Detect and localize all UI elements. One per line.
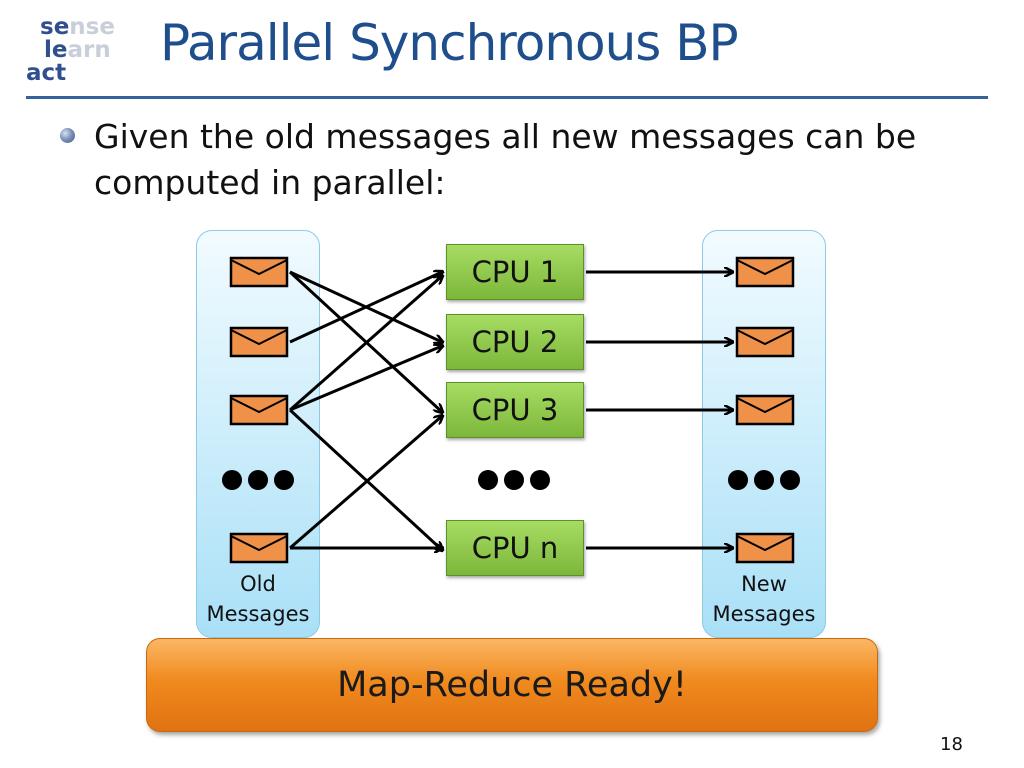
map-reduce-banner: Map-Reduce Ready! <box>146 638 878 732</box>
slide-title: Parallel Synchronous BP <box>160 14 739 72</box>
new-messages-label-line-2: Messages <box>712 602 816 626</box>
envelope-icon <box>229 532 289 564</box>
cpu-box-2: CPU 2 <box>446 314 584 370</box>
envelope-icon <box>229 394 289 426</box>
arrow-old3-cpun <box>288 408 442 550</box>
cpu-box-n: CPU n <box>446 520 584 576</box>
cpu-box-1: CPU 1 <box>446 244 584 300</box>
envelope-icon <box>229 326 289 358</box>
arrow-old2-cpu1 <box>289 272 442 344</box>
cpu-ellipsis-icon <box>478 470 558 494</box>
arrow-old3-cpu2 <box>289 346 442 412</box>
new-messages-panel: New Messages <box>702 230 826 638</box>
old-ellipsis-icon <box>222 470 302 494</box>
title-divider <box>26 96 988 99</box>
envelope-icon <box>229 256 289 288</box>
envelope-icon <box>735 256 795 288</box>
new-envelopes <box>735 256 795 564</box>
new-messages-label-line-1: New <box>741 572 787 596</box>
envelope-icon <box>735 532 795 564</box>
arrow-old3-cpu1 <box>289 276 442 412</box>
envelope-icon <box>735 326 795 358</box>
new-ellipsis-icon <box>728 470 808 494</box>
old-messages-panel: Old Messages <box>196 230 320 638</box>
logo-line-3: act <box>26 60 67 86</box>
logo: sense learn act <box>22 14 132 92</box>
page-number: 18 <box>940 734 963 755</box>
old-envelopes <box>229 256 289 564</box>
logo-line-2: learn <box>44 37 111 63</box>
bullet-icon <box>60 128 75 143</box>
cpu-box-3: CPU 3 <box>446 382 584 438</box>
old-messages-label-line-2: Messages <box>206 602 310 626</box>
bullet-text: Given the old messages all new messages … <box>94 117 917 202</box>
envelope-icon <box>735 394 795 426</box>
old-messages-label-line-1: Old <box>240 572 276 596</box>
logo-line-1: sense <box>40 14 115 40</box>
arrow-oldn-cpu3 <box>289 416 442 550</box>
